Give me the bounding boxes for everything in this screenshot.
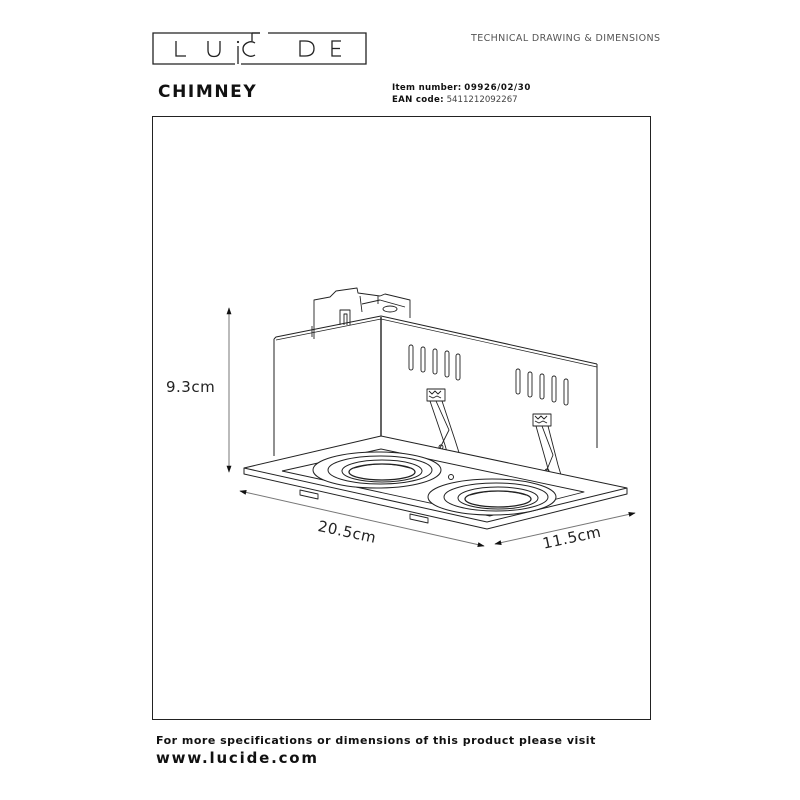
trim-plate: [243, 435, 628, 530]
ean-value: 5411212092267: [446, 95, 518, 105]
vent-slots-right: [515, 368, 569, 406]
brand-logo: [152, 32, 367, 65]
product-meta: Item number: 09926/02/30 EAN code: 54112…: [392, 82, 531, 106]
ean-label: EAN code:: [392, 95, 444, 105]
connector-block: [311, 287, 411, 339]
width-dimension-line: [494, 511, 636, 546]
product-name: CHIMNEY: [158, 82, 258, 102]
item-number-value: 09926/02/30: [464, 83, 531, 93]
website-link[interactable]: www.lucide.com: [156, 749, 319, 767]
ean-row: EAN code: 5411212092267: [392, 94, 531, 106]
document-type-label: TECHNICAL DRAWING & DIMENSIONS: [471, 33, 661, 44]
height-dimension-label: 9.3cm: [166, 378, 216, 396]
length-dimension-line: [239, 489, 485, 548]
chimney-box: [273, 315, 598, 456]
screw: [448, 474, 454, 480]
spotlight-right: [427, 478, 557, 516]
footer-note: For more specifications or dimensions of…: [156, 734, 596, 747]
spotlight-left: [312, 451, 442, 489]
vent-slots-left: [408, 344, 461, 381]
item-number-row: Item number: 09926/02/30: [392, 82, 531, 94]
item-number-label: Item number:: [392, 83, 462, 93]
drawing-frame: [152, 116, 651, 720]
